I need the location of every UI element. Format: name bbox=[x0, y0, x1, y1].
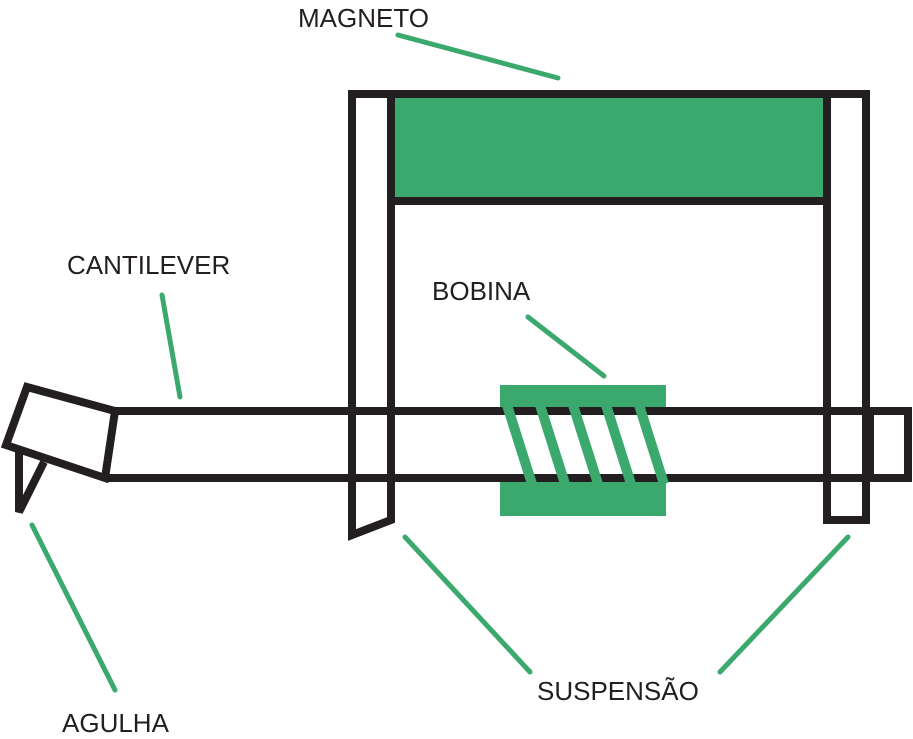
label-magneto: MAGNETO bbox=[298, 3, 429, 33]
label-agulha: AGULHA bbox=[62, 708, 170, 738]
suspensao-leader-right bbox=[717, 534, 851, 675]
cantilever bbox=[0, 382, 912, 484]
magneto-leader bbox=[395, 32, 561, 81]
suspensao-leader-left bbox=[402, 534, 533, 675]
coil bbox=[500, 385, 669, 516]
needle bbox=[15, 450, 48, 514]
suspension-post-left bbox=[348, 90, 395, 541]
bobina-leader bbox=[525, 314, 607, 379]
cantilever-leader bbox=[159, 292, 183, 400]
label-cantilever: CANTILEVER bbox=[67, 250, 230, 280]
suspension-post-right bbox=[823, 90, 870, 524]
label-bobina: BOBINA bbox=[432, 276, 531, 306]
magnet bbox=[387, 90, 831, 205]
label-suspensao: SUSPENSÃO bbox=[537, 676, 699, 706]
agulha-leader bbox=[29, 522, 118, 693]
